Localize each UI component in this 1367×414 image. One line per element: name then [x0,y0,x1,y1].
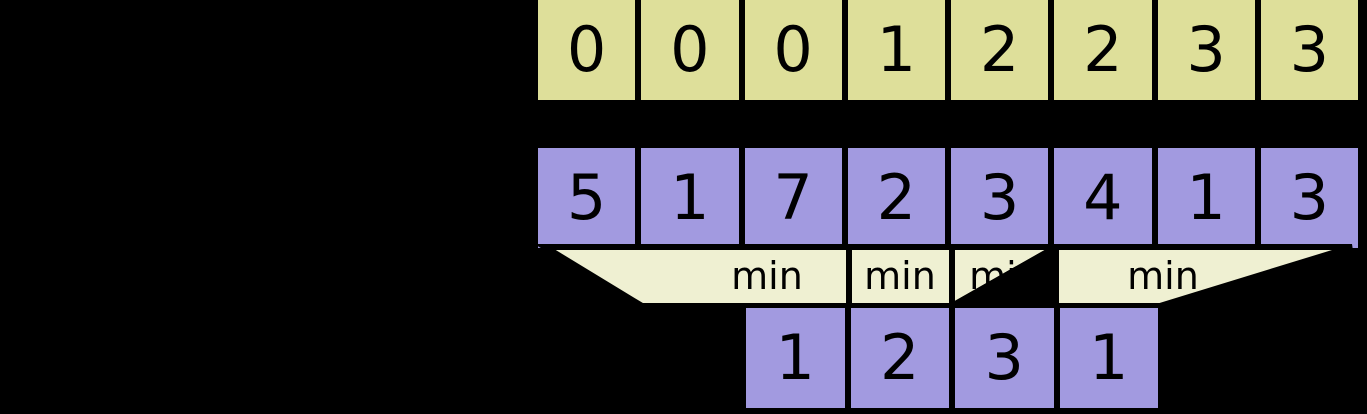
values-cell-5: 4 [1051,145,1155,251]
counts-cell-5: 2 [1051,0,1155,103]
values-row: 5 1 7 2 3 4 1 3 [535,145,1361,251]
values-cell-4: 3 [948,145,1052,251]
result-row: 1 2 3 1 [743,305,1161,411]
result-cell-0: 1 [743,305,848,411]
values-cell-2: 7 [741,145,845,251]
min-label-1: min [864,254,936,298]
min-label-0: min [731,254,803,298]
min-connector-row: min min min min [0,244,1367,312]
min-connector-shape-0 [534,244,852,309]
counts-cell-1: 0 [638,0,742,103]
result-cell-1: 2 [847,305,952,411]
min-label-3: min [1127,254,1199,298]
values-cell-0: 5 [535,145,639,251]
values-cell-6: 1 [1154,145,1258,251]
counts-cell-0: 0 [535,0,639,103]
counts-row: 0 0 0 1 2 2 3 3 [535,0,1361,103]
min-connector-divider [950,244,1058,309]
values-cell-3: 2 [844,145,948,251]
values-cell-7: 3 [1257,145,1361,251]
result-cell-2: 3 [952,305,1057,411]
result-cell-3: 1 [1056,305,1161,411]
counts-cell-2: 0 [741,0,845,103]
counts-cell-6: 3 [1154,0,1258,103]
counts-cell-7: 3 [1257,0,1361,103]
min-label-2: min [969,254,1041,298]
min-connector-shape-3 [1053,244,1353,309]
values-cell-1: 1 [638,145,742,251]
counts-cell-3: 1 [844,0,948,103]
counts-cell-4: 2 [948,0,1052,103]
